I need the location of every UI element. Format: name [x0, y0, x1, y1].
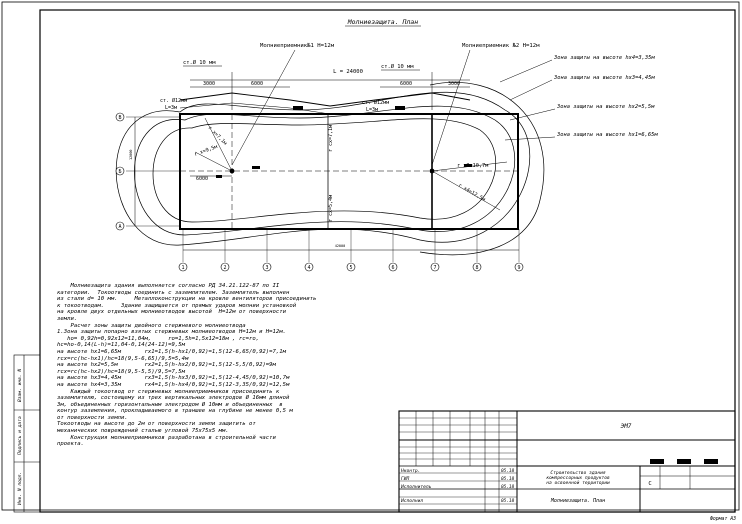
stamp-date-1: 05.18: [501, 476, 515, 482]
stamp-role-1: ГИП: [401, 476, 410, 482]
title-block: ЭМ7 Нконтр. ГИП Исполнитель Исполнил 05.…: [398, 410, 736, 513]
note-line: на кровле двух отдельных молниеотводов в…: [57, 309, 287, 316]
stamp-project-2: компрессорных продуктов: [546, 476, 610, 481]
stamp-drawing: Молниезащита. План: [550, 498, 605, 504]
col-axis-1: 1: [181, 265, 184, 271]
format-label: Формат А3: [710, 516, 736, 522]
zone-label-hx4: Зона защиты на высоте hx4=3,35м: [553, 55, 655, 61]
rcx-bottom: r cx=5,4м: [328, 195, 334, 222]
stamp-role-3: Исполнил: [400, 498, 423, 504]
note-line: на высоте hx1=6,65м rx1=1,5(h-hx1/0,92)=…: [57, 348, 287, 355]
dim-left-top: 3000: [203, 81, 215, 87]
span-label: L = 24000: [333, 69, 363, 75]
rx-right-mid: r x3=10,7м: [457, 163, 488, 169]
col-axis-3: 3: [265, 265, 268, 271]
rx-right-low: r x4=12,5м: [457, 183, 486, 203]
ground-len-left: L=3м: [165, 105, 177, 111]
note-line: категории. Токоотводы соединить с заземл…: [57, 289, 290, 296]
note-line: ho= 0,92h=0,92х12=11,04м, ro=1,5h=1,5х12…: [57, 335, 260, 342]
stamp-project-3: на освоенной территории: [546, 480, 610, 486]
col-axis-5: 5: [349, 265, 352, 271]
outer-frame: [1, 1, 740, 511]
side-stamp-inv: Инв. N подл.: [17, 472, 23, 506]
dim-left-mid: 6000: [251, 81, 263, 87]
note-line: из стали d= 10 мм. Металлоконструкции на…: [57, 296, 317, 303]
row-axis-b: Б: [118, 169, 121, 175]
calculation-notes: Молниезащита здания выполняется согласно…: [57, 283, 387, 448]
note-line: Расчет зоны защиты двойного стержневого …: [57, 322, 246, 329]
note-line: Каждый токоотвод от стержневых молниепри…: [57, 388, 280, 395]
stamp-date-2: 05.18: [501, 484, 515, 490]
note-line: заземлителю, состоящему из трех вертикал…: [57, 395, 290, 402]
rcx-top: r cx=7,1м: [328, 125, 334, 152]
stamp-project: Строительство здания: [550, 470, 606, 476]
stamp-role-2: Исполнитель: [400, 484, 432, 490]
col-axis-6: 6: [391, 265, 394, 271]
stamp-date-0: 05.18: [501, 468, 515, 474]
side-stamp-vzam: Взам. инв. N: [17, 369, 23, 402]
row-axis-v: В: [118, 115, 121, 121]
col-axis-4: 4: [307, 265, 310, 271]
note-line: 3м, объединенных горизонтальным электрод…: [57, 401, 283, 408]
zone-label-hx1: Зона защиты на высоте hx1=6,65м: [556, 132, 658, 138]
bottom-dim: 42000: [335, 244, 346, 248]
col-axis-9: 9: [517, 265, 520, 271]
note-line: к токоотводам. Здание защищается от прям…: [57, 302, 297, 309]
note-line: hc=ho-0,14(L-h)=11,04-0,14(24-12)=9,5м: [57, 342, 185, 349]
note-line: rcx=rc(hc-hx1)/hc=18(9,5-6,65)/9,5=5,4м: [57, 355, 189, 362]
note-line: механических повреждений сталью угловой …: [57, 428, 229, 435]
zone-outline-middle: [134, 105, 516, 236]
side-dim: 12000: [129, 149, 133, 160]
zone-label-hx2: Зона защиты на высоте hx2=5,5м: [556, 104, 655, 110]
note-line: земли.: [57, 315, 78, 322]
stamp-date-3: 05.18: [501, 498, 515, 504]
note-line: Токоотводы на высоте до 2м от поверхност…: [57, 421, 256, 428]
dim-right-top: 3000: [448, 81, 460, 87]
rod-label-2: Молниеприемник №2 Н=12м: [462, 43, 540, 49]
note-line: на высоте hx4=3,35м rx4=1,5(h-hx4/0,92)=…: [57, 381, 290, 388]
wire-label-right: ст.Ø 10 мм: [381, 63, 414, 70]
note-line: на высоте hx3=4,45м rx3=1,5(h-hx3/0,92)=…: [57, 375, 290, 382]
zone-label-hx3: Зона защиты на высоте hx3=4,45м: [553, 75, 655, 81]
side-stamp: Инв. N подл. Подпись и дата Взам. инв. N: [13, 354, 41, 513]
col-axis-8: 8: [475, 265, 478, 271]
rod-label-1: Молниеприемник№1 Н=12м: [260, 43, 335, 49]
note-line: проекта.: [57, 441, 84, 448]
zone-outline-far: [419, 82, 545, 256]
stamp-code: ЭМ7: [621, 423, 632, 430]
note-line: Конструкция молниеприемников разработана…: [57, 434, 276, 441]
ground-label-left: ст. Ø12мм: [160, 97, 187, 104]
col-axis-2: 2: [223, 265, 226, 271]
note-line: на высоте hx2=5,5м rx2=1,5(h-hx2/0,92)=1…: [57, 362, 276, 369]
col-axis-7: 7: [433, 265, 436, 271]
column-axes: 1 2 3 4 5 6 7 8 9: [178, 229, 524, 272]
rx-left-mid: r x=9,5м: [194, 144, 219, 158]
wire-label-left: ст.Ø 10 мм: [183, 59, 216, 66]
ground-label-right: ст. Ø12мм: [362, 99, 389, 106]
note-line: 1.Зона защиты попарно взятых стержневых …: [57, 329, 287, 336]
ground-len-right: L=3м: [366, 107, 378, 113]
dim-right-mid: 6000: [400, 81, 412, 87]
sheet-title: Молниезащита. План: [347, 18, 419, 26]
note-line: от поверхности земли.: [57, 414, 128, 421]
note-line: Молниезащита здания выполняется согласно…: [57, 283, 280, 289]
stamp-role-0: Нконтр.: [400, 468, 420, 474]
side-stamp-sign: Подпись и дата: [17, 416, 23, 456]
dim-left-side: 6000: [196, 176, 208, 182]
stamp-stage: С: [648, 481, 651, 487]
rx-left-top: r x=7,1м: [207, 125, 228, 146]
inner-frame: [39, 9, 736, 513]
zone-outline-inner: [152, 118, 497, 223]
note-line: контур заземления, прокладываемого в тра…: [57, 408, 293, 415]
plan-drawing: L = 24000 3000 6000 6000 3000 Молниеприе…: [115, 43, 658, 272]
note-line: rcx=rc(hc-hx2)/hc=18(9,5-5,5)/9,5=7,5м: [57, 368, 185, 375]
row-axis-a: А: [118, 224, 121, 230]
